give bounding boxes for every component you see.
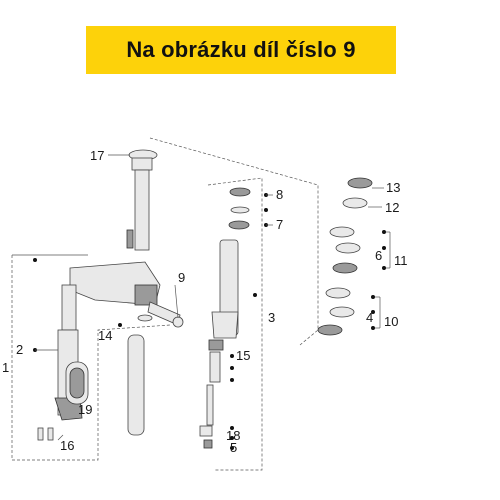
callout-17: 17 — [90, 148, 104, 163]
reflector-part — [65, 361, 89, 405]
callout-4: 4 — [366, 310, 373, 325]
callout-13: 13 — [386, 180, 400, 195]
inner-tube — [127, 314, 153, 436]
page-title: Na obrázku díl číslo 9 — [126, 37, 356, 62]
damper-rod — [199, 339, 224, 449]
callout-5: 5 — [230, 440, 237, 455]
callout-6: 6 — [375, 248, 382, 263]
callout-14: 14 — [98, 328, 112, 343]
group-outline-right-leg — [207, 177, 263, 471]
callout-7: 7 — [276, 217, 283, 232]
steering-stem — [126, 149, 158, 251]
callout-19: 19 — [78, 402, 92, 417]
callout-16: 16 — [60, 438, 74, 453]
callout-10: 10 — [384, 314, 398, 329]
callout-1: 1 — [2, 360, 9, 375]
callout-labels: 17 8 7 13 12 6 11 9 3 4 10 2 1 14 15 19 … — [2, 148, 408, 455]
leader-lines — [33, 154, 391, 450]
bearing-stack — [317, 177, 373, 336]
fork-yoke — [69, 261, 161, 306]
callout-11: 11 — [394, 253, 408, 268]
callout-2: 2 — [16, 342, 23, 357]
callout-9: 9 — [178, 270, 185, 285]
left-fork-leg — [54, 284, 83, 421]
bolts — [37, 427, 54, 441]
callout-12: 12 — [385, 200, 399, 215]
callout-18: 18 — [226, 428, 240, 443]
callout-3: 3 — [268, 310, 275, 325]
title-banner: Na obrázku díl číslo 9 — [86, 26, 396, 74]
right-fork-tube — [211, 187, 251, 339]
group-outline-left-leg — [11, 255, 171, 461]
callout-8: 8 — [276, 187, 283, 202]
group-outline-steering — [149, 137, 319, 346]
callout-15: 15 — [236, 348, 250, 363]
